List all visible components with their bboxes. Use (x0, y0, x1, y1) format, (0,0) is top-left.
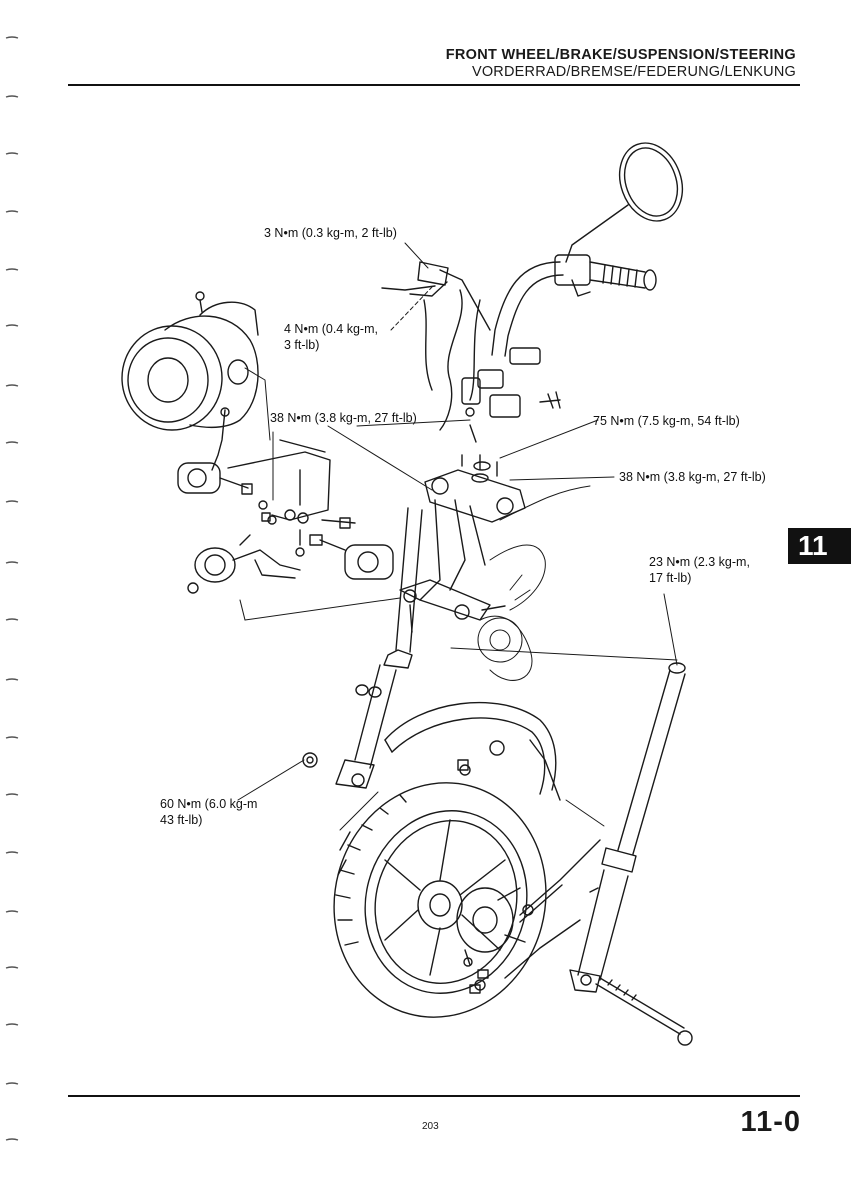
left-fork (335, 507, 423, 789)
torque-callout-axle-nut-line2: 43 ft-lb) (160, 813, 203, 827)
footer-rule (68, 1095, 800, 1097)
handlebar-holder (461, 347, 561, 443)
frame-engine-partial (477, 485, 591, 681)
left-grip (381, 261, 491, 331)
torque-callout-fork-pinch-line2: 17 ft-lb) (649, 571, 692, 585)
torque-callout-lever-nut-line1: 4 N•m (0.4 kg-m, (284, 322, 378, 336)
page-number: 203 (422, 1121, 439, 1132)
section-number: 11-0 (740, 1106, 801, 1138)
turn-signal-left (177, 462, 253, 495)
torque-callout-fork-pinch-line1: 23 N•m (2.3 kg-m, (649, 555, 750, 569)
turn-signal-right (309, 534, 394, 580)
chapter-tab: 11 (788, 528, 851, 564)
mirror (565, 142, 684, 263)
lower-bridge (399, 579, 506, 633)
torque-callout-stem-nut: 75 N•m (7.5 kg-m, 54 ft-lb) (593, 414, 740, 428)
torque-callout-top-bridge-pinch: 38 N•m (3.8 kg-m, 27 ft-lb) (270, 411, 417, 425)
torque-callout-lever-pivot: 3 N•m (0.3 kg-m, 2 ft-lb) (264, 226, 397, 240)
torque-callout-lever-nut-line2: 3 ft-lb) (284, 338, 320, 352)
handlebar (491, 254, 657, 357)
torque-callout-axle-nut-line1: 60 N•m (6.0 kg-m (160, 797, 258, 811)
brake-panel (456, 887, 526, 967)
steering-stem-top-bridge (419, 454, 526, 601)
headlight (121, 291, 259, 471)
front-axle (595, 977, 693, 1046)
brake-cable (469, 839, 601, 994)
page-title: FRONT WHEEL/BRAKE/SUSPENSION/STEERING (445, 47, 796, 63)
horn (187, 534, 301, 594)
header-rule (68, 84, 800, 86)
binder-hole-marks (5, 36, 19, 1141)
page-subtitle: VORDERRAD/BREMSE/FEDERUNG/LENKUNG (471, 64, 796, 80)
torque-callout-handlebar-holder: 38 N•m (3.8 kg-m, 27 ft-lb) (619, 470, 766, 484)
cables (423, 289, 481, 431)
small-fasteners (258, 500, 486, 991)
front-fender (384, 701, 561, 801)
leader-lines (237, 242, 678, 831)
front-wheel (333, 782, 547, 1018)
right-fork (569, 662, 686, 993)
headlight-bracket (227, 439, 356, 529)
